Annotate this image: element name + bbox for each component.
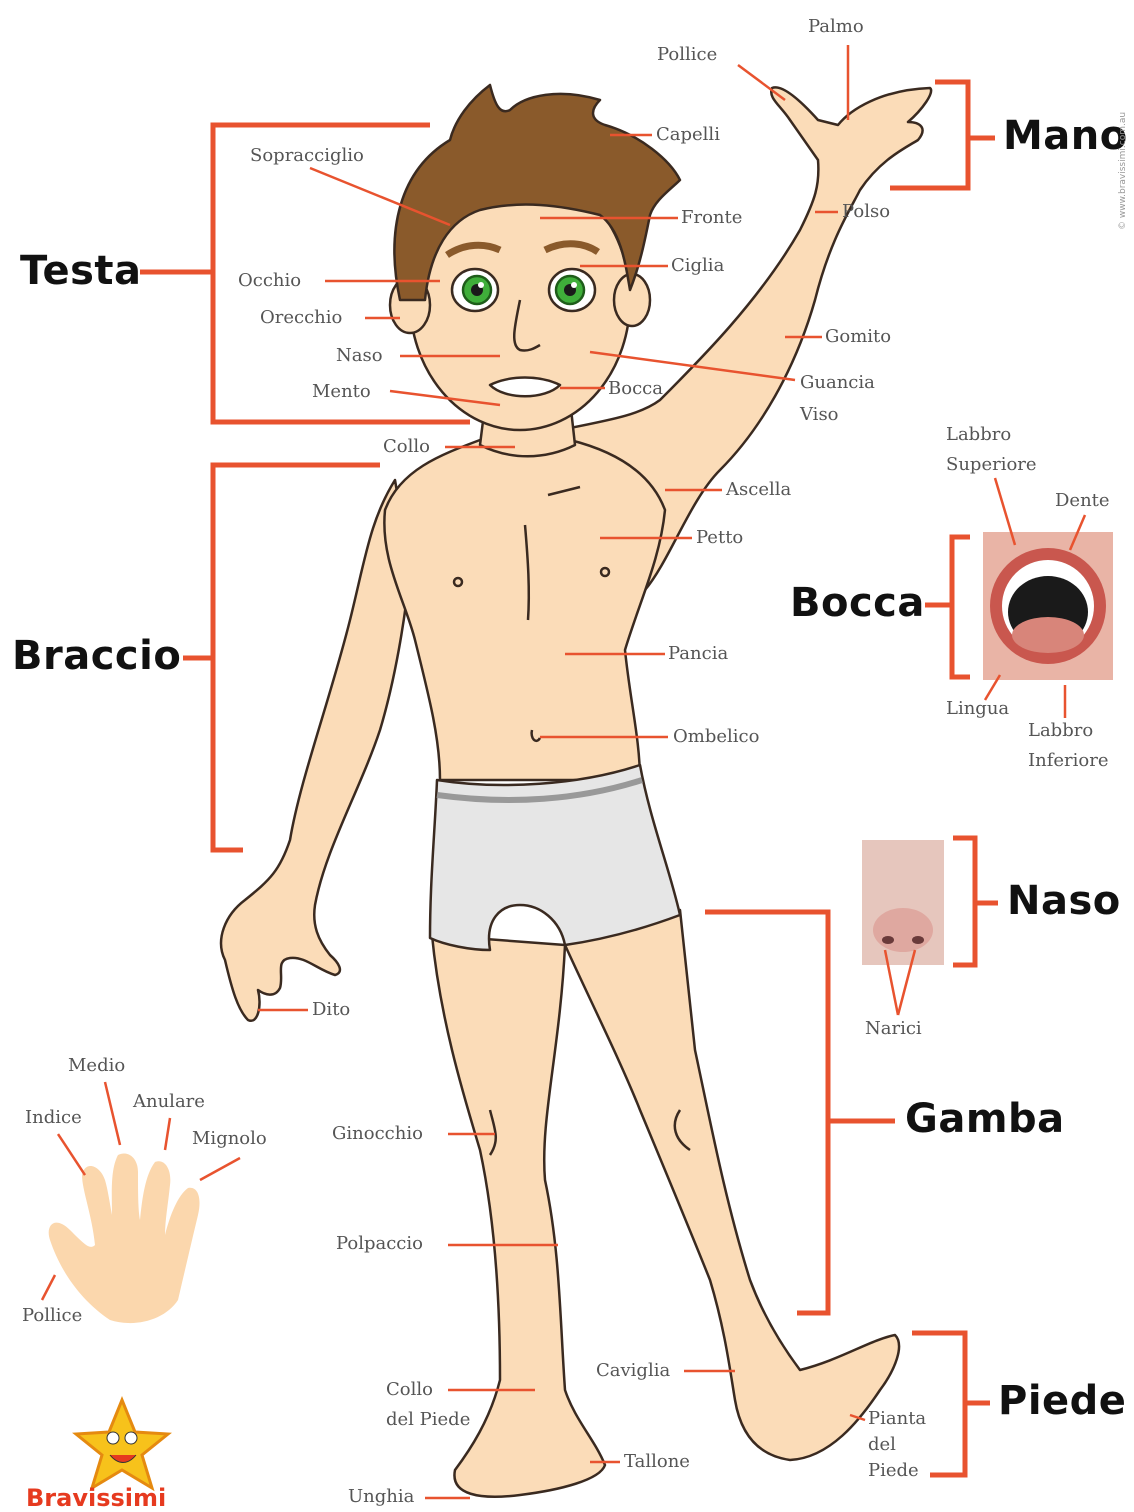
label-sopracciglio: Sopracciglio xyxy=(250,145,364,167)
label-mignolo: Mignolo xyxy=(192,1128,267,1150)
label-fronte: Fronte xyxy=(681,207,742,229)
label-ascella: Ascella xyxy=(726,479,791,501)
label-anulare: Anulare xyxy=(133,1091,205,1113)
hand-inset-shape xyxy=(49,1154,200,1324)
label-pollice-hand: Pollice xyxy=(22,1305,82,1327)
boy-illustration xyxy=(221,85,931,1497)
label-unghia: Unghia xyxy=(348,1486,414,1508)
group-label-gamba: Gamba xyxy=(905,1096,1065,1142)
group-label-braccio: Braccio xyxy=(12,633,181,679)
label-capelli: Capelli xyxy=(656,124,720,146)
label-medio: Medio xyxy=(68,1055,125,1077)
label-labbro-superiore-1: Labbro xyxy=(946,424,1011,446)
label-bocca: Bocca xyxy=(608,378,663,400)
label-polpaccio: Polpaccio xyxy=(336,1233,423,1255)
label-labbro-inferiore-2: Inferiore xyxy=(1028,750,1108,772)
label-narici: Narici xyxy=(865,1018,922,1040)
torso xyxy=(384,440,665,780)
label-polso: Polso xyxy=(842,201,890,223)
label-mento: Mento xyxy=(312,381,371,403)
group-label-bocca: Bocca xyxy=(790,580,925,626)
label-indice: Indice xyxy=(25,1107,82,1129)
label-tallone: Tallone xyxy=(624,1451,690,1473)
label-labbro-superiore-2: Superiore xyxy=(946,454,1037,476)
copyright-text: © www.bravissimi.com.au xyxy=(1118,112,1128,230)
label-pianta-2: del xyxy=(868,1434,896,1456)
group-label-naso: Naso xyxy=(1007,878,1121,924)
label-naso: Naso xyxy=(336,345,383,367)
group-label-piede: Piede xyxy=(998,1378,1126,1424)
nose-inset xyxy=(862,840,944,965)
label-guancia: Guancia xyxy=(800,372,875,394)
label-pollice-top: Pollice xyxy=(657,44,717,66)
label-ginocchio: Ginocchio xyxy=(332,1123,423,1145)
label-pianta-3: Piede xyxy=(868,1460,919,1482)
hand-inset xyxy=(49,1154,200,1324)
brand-logo xyxy=(76,1400,168,1488)
label-collo-piede-1: Collo xyxy=(386,1379,433,1401)
label-collo: Collo xyxy=(383,436,430,458)
group-label-testa: Testa xyxy=(20,248,142,294)
label-palmo: Palmo xyxy=(808,16,864,38)
label-pancia: Pancia xyxy=(668,643,728,665)
label-labbro-inferiore-1: Labbro xyxy=(1028,720,1093,742)
mouth-inset xyxy=(983,532,1113,680)
label-pianta-1: Pianta xyxy=(868,1408,926,1430)
briefs xyxy=(430,765,680,950)
label-caviglia: Caviglia xyxy=(596,1360,670,1382)
label-viso: Viso xyxy=(800,404,839,426)
label-gomito: Gomito xyxy=(825,326,891,348)
label-petto: Petto xyxy=(696,527,743,549)
label-lingua: Lingua xyxy=(946,698,1009,720)
label-ombelico: Ombelico xyxy=(673,726,759,748)
group-label-mano: Mano xyxy=(1003,113,1128,159)
label-dente: Dente xyxy=(1055,490,1110,512)
star-icon xyxy=(76,1400,168,1488)
label-collo-piede-2: del Piede xyxy=(386,1409,470,1431)
label-orecchio: Orecchio xyxy=(260,307,342,329)
label-occhio: Occhio xyxy=(238,270,301,292)
label-ciglia: Ciglia xyxy=(671,255,724,277)
lowered-arm xyxy=(221,480,410,1021)
label-dito: Dito xyxy=(312,999,350,1021)
